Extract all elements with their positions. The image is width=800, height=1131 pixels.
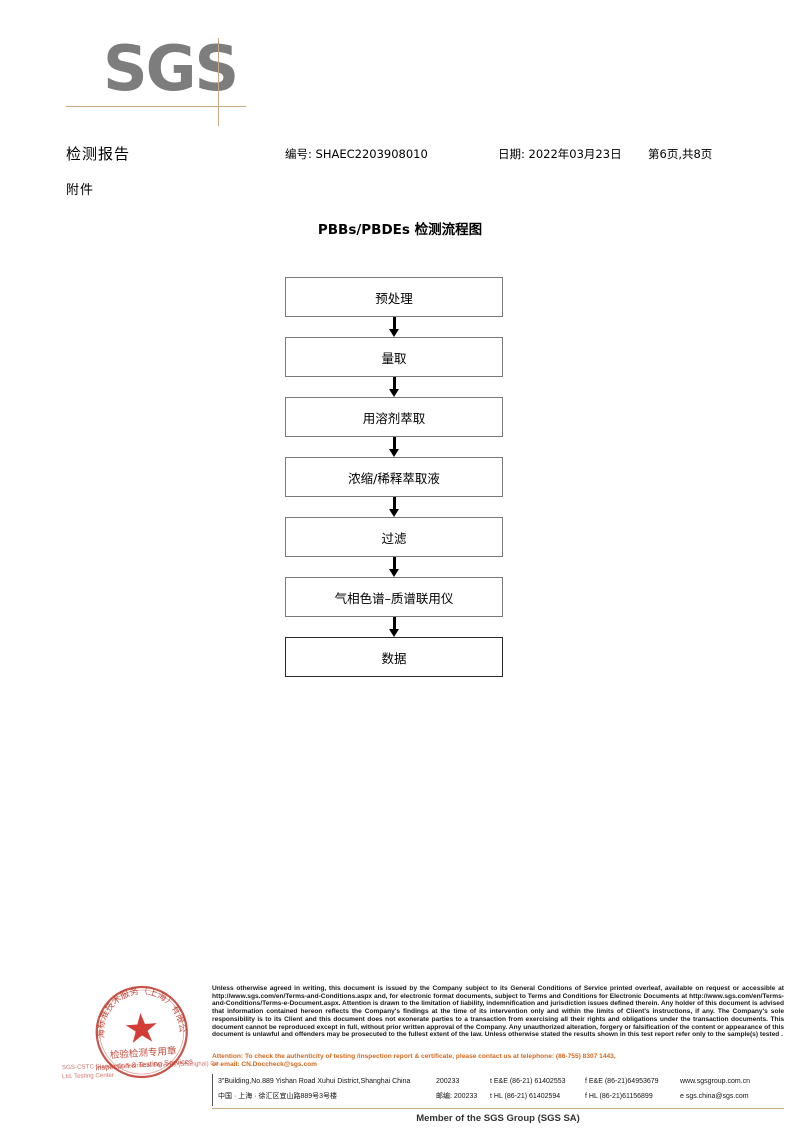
flow-step: 气相色谱–质谱联用仪	[285, 577, 503, 617]
report-date: 日期: 2022年03月23日	[498, 147, 622, 161]
flow-step: 用溶剂萃取	[285, 397, 503, 437]
attachment-label: 附件	[66, 183, 95, 198]
footer: 上海标准技术服务（上海）有限公司 检验检测专用章 Inspection & Te…	[0, 975, 800, 1131]
attention-line-2: or email: CN.Doccheck@sgs.com	[212, 1061, 318, 1069]
flow-step: 量取	[285, 337, 503, 377]
flowchart-title: PBBs/PBDEs 检测流程图	[317, 222, 483, 238]
report-header: 检测报告 附件 编号: SHAEC2203908010 日期: 2022年03月…	[0, 143, 800, 203]
page-indicator: 第6页,共8页	[648, 147, 713, 161]
attention-notice: Attention: To check the authenticity of …	[212, 1053, 784, 1069]
report-number: 编号: SHAEC2203908010	[285, 147, 428, 161]
flow-arrow-icon	[285, 377, 503, 397]
tel-hl: t HL (86-21) 61402594	[490, 1093, 561, 1100]
fax-ee: f E&E (86-21)64953679	[585, 1078, 659, 1085]
postcode-en: 200233	[436, 1078, 460, 1085]
address-block: 3"Building,No.889 Yishan Road Xuhui Dist…	[212, 1074, 784, 1106]
email: e sgs.china@sgs.com	[680, 1093, 749, 1100]
address-row-en: 3"Building,No.889 Yishan Road Xuhui Dist…	[218, 1074, 784, 1089]
logo-area: SGS	[0, 0, 800, 130]
flow-arrow-icon	[285, 317, 503, 337]
flow-arrow-icon	[285, 617, 503, 637]
address-cn: 中国 · 上海 · 徐汇区宜山路889号3号楼	[218, 1093, 338, 1100]
website: www.sgsgroup.com.cn	[680, 1078, 751, 1085]
flow-arrow-icon	[285, 557, 503, 577]
flowchart: 预处理 量取 用溶剂萃取 浓缩/稀释萃取液 过滤 气相色谱–质谱联用仪 数据	[285, 277, 505, 677]
flow-step: 预处理	[285, 277, 503, 317]
member-of-group-text: Member of the SGS Group (SGS SA)	[416, 1113, 580, 1124]
address-row-cn: 中国 · 上海 · 徐汇区宜山路889号3号楼 邮编: 200233 t HL …	[218, 1089, 784, 1104]
logo-vertical-rule	[218, 38, 219, 126]
tel-ee: t E&E (86-21) 61402553	[490, 1078, 566, 1085]
postcode-cn: 邮编: 200233	[436, 1093, 478, 1100]
flow-arrow-icon	[285, 497, 503, 517]
flow-arrow-icon	[285, 437, 503, 457]
flow-step: 浓缩/稀释萃取液	[285, 457, 503, 497]
svg-text:检验检测专用章: 检验检测专用章	[110, 1045, 178, 1062]
page-title: 检测报告	[66, 145, 131, 163]
footer-divider	[212, 1108, 784, 1109]
company-seal-stamp: 上海标准技术服务（上海）有限公司 检验检测专用章 Inspection & Te…	[72, 980, 212, 1092]
address-en: 3"Building,No.889 Yishan Road Xuhui Dist…	[218, 1078, 411, 1085]
sgs-logo: SGS	[103, 32, 239, 105]
logo-horizontal-rule	[66, 106, 246, 107]
flow-step: 过滤	[285, 517, 503, 557]
svg-text:上海标准技术服务（上海）有限公司: 上海标准技术服务（上海）有限公司	[72, 980, 188, 1041]
fax-hl: f HL (86-21)61156899	[585, 1093, 653, 1100]
legal-terms-text: Unless otherwise agreed in writing, this…	[212, 985, 784, 1039]
attention-line-1: Attention: To check the authenticity of …	[212, 1053, 616, 1060]
flow-step: 数据	[285, 637, 503, 677]
